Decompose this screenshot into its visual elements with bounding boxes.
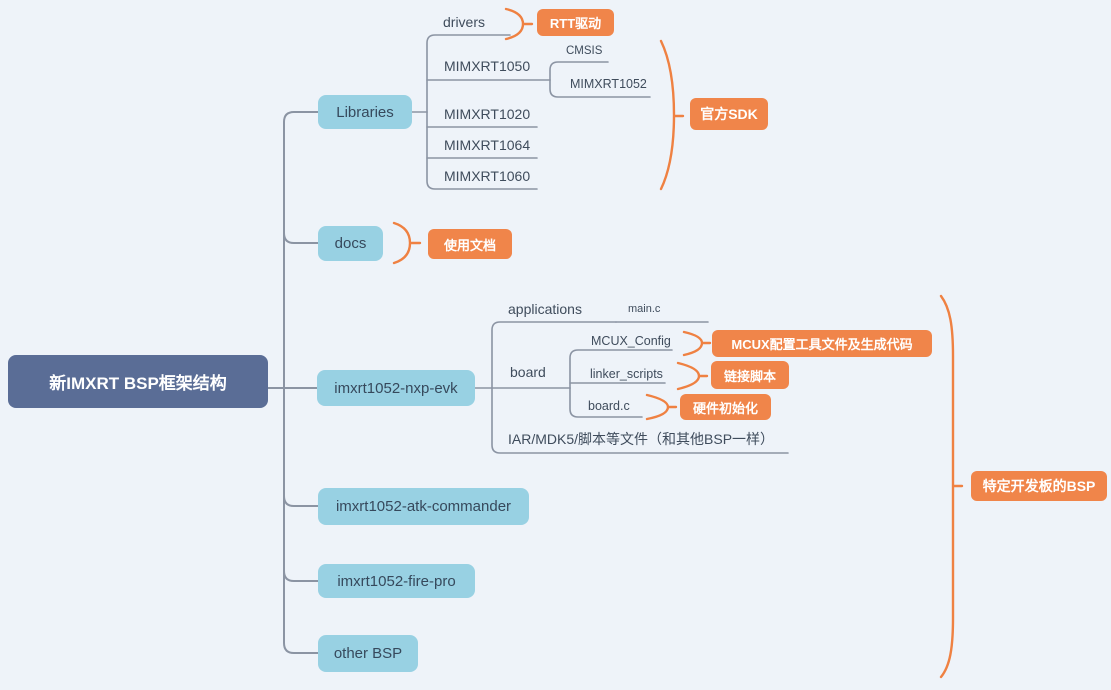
node-mimxrt1050[interactable]: MIMXRT1050 [444, 58, 531, 74]
callout-rtt-driver[interactable]: RTT驱动 [537, 9, 614, 36]
brace-mcux [682, 330, 712, 357]
node-applications[interactable]: applications [508, 301, 582, 317]
callout-specific-bsp[interactable]: 特定开发板的BSP [971, 471, 1107, 501]
node-drivers[interactable]: drivers [443, 14, 486, 30]
node-linker-scripts[interactable]: linker_scripts [590, 367, 663, 381]
callout-mcux-config[interactable]: MCUX配置工具文件及生成代码 [712, 330, 932, 357]
node-board-c[interactable]: board.c [588, 399, 630, 413]
underline-iar [491, 387, 789, 454]
node-libraries[interactable]: Libraries [318, 95, 412, 129]
trunk-line [283, 111, 319, 654]
brace-linker [676, 361, 709, 391]
node-mimxrt1052[interactable]: MIMXRT1052 [570, 77, 647, 91]
node-main-c[interactable]: main.c [628, 303, 661, 315]
underline-mimxrt1060 [426, 111, 538, 190]
brace-board-c [645, 393, 678, 421]
node-mimxrt1060[interactable]: MIMXRT1060 [444, 168, 531, 184]
callout-linker-script[interactable]: 链接脚本 [711, 361, 789, 389]
node-mimxrt1064[interactable]: MIMXRT1064 [444, 137, 531, 153]
node-mimxrt1020[interactable]: MIMXRT1020 [444, 106, 531, 122]
node-docs[interactable]: docs [318, 226, 383, 261]
underline-cmsis [549, 61, 609, 81]
node-root[interactable]: 新IMXRT BSP框架结构 [8, 355, 268, 408]
callout-usage-doc[interactable]: 使用文档 [428, 229, 512, 259]
node-imxrt1052-fire-pro[interactable]: imxrt1052-fire-pro [318, 564, 475, 598]
brace-docs [392, 221, 422, 265]
node-other-bsp[interactable]: other BSP [318, 635, 418, 672]
connector-atk [283, 495, 319, 507]
connector-fire [283, 570, 319, 582]
node-mcux-config[interactable]: MCUX_Config [591, 334, 671, 348]
brace-rtt-driver [504, 7, 534, 41]
brace-specific-bsp [939, 294, 964, 679]
underline-applications [491, 321, 617, 389]
connector-docs [283, 232, 319, 244]
node-imxrt1052-nxp-evk[interactable]: imxrt1052-nxp-evk [317, 370, 475, 406]
callout-official-sdk[interactable]: 官方SDK [690, 98, 768, 130]
node-iar-mdk5[interactable]: IAR/MDK5/脚本等文件（和其他BSP一样） [508, 431, 775, 447]
callout-hardware-init[interactable]: 硬件初始化 [680, 394, 771, 420]
node-imxrt1052-atk-commander[interactable]: imxrt1052-atk-commander [318, 488, 529, 525]
underline-mimxrt1052 [549, 79, 651, 98]
underline-drivers [426, 34, 511, 113]
node-board[interactable]: board [510, 364, 546, 380]
node-cmsis[interactable]: CMSIS [566, 45, 603, 57]
brace-official-sdk [659, 39, 685, 191]
underline-board-c [569, 387, 643, 418]
underline-mcux-config [569, 349, 673, 389]
